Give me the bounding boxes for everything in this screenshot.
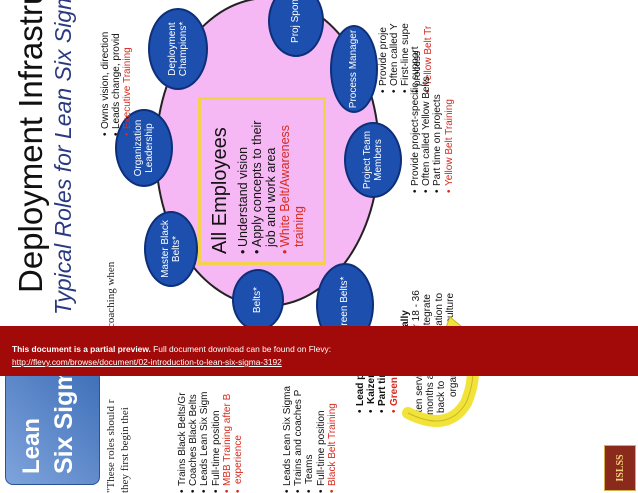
all-employees-list: Understand vision Apply concepts to thei… (236, 108, 306, 254)
list-item: MBB Training after B (222, 361, 233, 493)
list-item: Owns vision, direction (100, 0, 111, 136)
master-black-belts-oval: Master Black Belts* (144, 211, 198, 287)
banner-rest-text: Full document download can be found on F… (150, 344, 332, 354)
list-item: Full-time position (316, 361, 327, 493)
list-item: White Belt/Awareness training (278, 108, 306, 254)
list-item: Provide proje (378, 0, 389, 93)
team-bullets: Provide project-specific support Often c… (410, 23, 455, 193)
list-item: Trains and coaches P (293, 361, 304, 493)
list-item: Often called Y (389, 0, 400, 93)
green-fragment-1: ually (400, 310, 411, 333)
process-manager-oval: Process Manager (330, 25, 378, 113)
deployment-champions-oval: Deployment Champions* (148, 8, 208, 90)
green-fragment-4: ization to (433, 292, 445, 333)
list-item: Coaches Black Belts (188, 361, 199, 493)
mbb-bullets: Trains Black Belts/Gr Coaches Black Belt… (177, 361, 244, 493)
slide-subtitle: Typical Roles for Lean Six Sigma D (50, 0, 76, 315)
leadership-bullets: Owns vision, direction Leads change, pro… (100, 0, 134, 136)
preview-banner: This document is a partial preview. Full… (0, 326, 638, 376)
logo-line1: Lean (18, 417, 45, 474)
list-item: Black Belt Training (327, 361, 338, 493)
list-item: Teams (304, 361, 315, 493)
banner-download-link[interactable]: http://flevy.com/browse/document/02-intr… (12, 357, 282, 367)
black-belts-oval: Belts* (232, 269, 284, 331)
green-belt-text: ually or 18 - 36 integrate ization to w … (400, 193, 456, 333)
green-fragment-3: integrate (422, 294, 434, 333)
list-item: Leads Lean Six Sigm (199, 361, 210, 493)
list-item: Understand vision (236, 108, 250, 254)
list-item: Executive Training (122, 0, 133, 136)
banner-bold-text: This document is a partial preview. (12, 344, 151, 354)
green-fragment-2: or 18 - 36 (411, 290, 423, 333)
bb-bullets: Leads Lean Six Sigma Trains and coaches … (282, 361, 338, 493)
list-item: Apply concepts to their job and work are… (250, 108, 278, 254)
quote-line1: "These roles should r (105, 399, 117, 493)
banner-line1: This document is a partial preview. Full… (12, 344, 638, 354)
all-employees-heading: All Employees (209, 127, 231, 254)
project-team-oval: Project Team Members (344, 122, 402, 198)
list-item: Yellow Belt Training (444, 23, 455, 193)
list-item: Often called Yellow Belts (421, 23, 432, 193)
slide-title: Deployment Infrastruc (12, 0, 49, 293)
all-employees-box: All Employees Understand vision Apply co… (198, 97, 326, 265)
islss-label: ISLSS (614, 454, 626, 482)
list-item: Leads Lean Six Sigma (282, 361, 293, 493)
list-item: Full-time position (211, 361, 222, 493)
list-item: experience (233, 361, 244, 493)
list-item: Trains Black Belts/Gr (177, 361, 188, 493)
lean-six-sigma-logo: Lean Six Sigma (5, 355, 100, 485)
green-fragment-5: w culture (444, 292, 456, 333)
quote-line1b: coaching when (105, 261, 117, 328)
islss-badge: ISLSS (604, 445, 636, 491)
list-item: Part time on projects (432, 23, 443, 193)
list-item: Leads change, provid (111, 0, 122, 136)
list-item: Provide project-specific support (410, 23, 421, 193)
